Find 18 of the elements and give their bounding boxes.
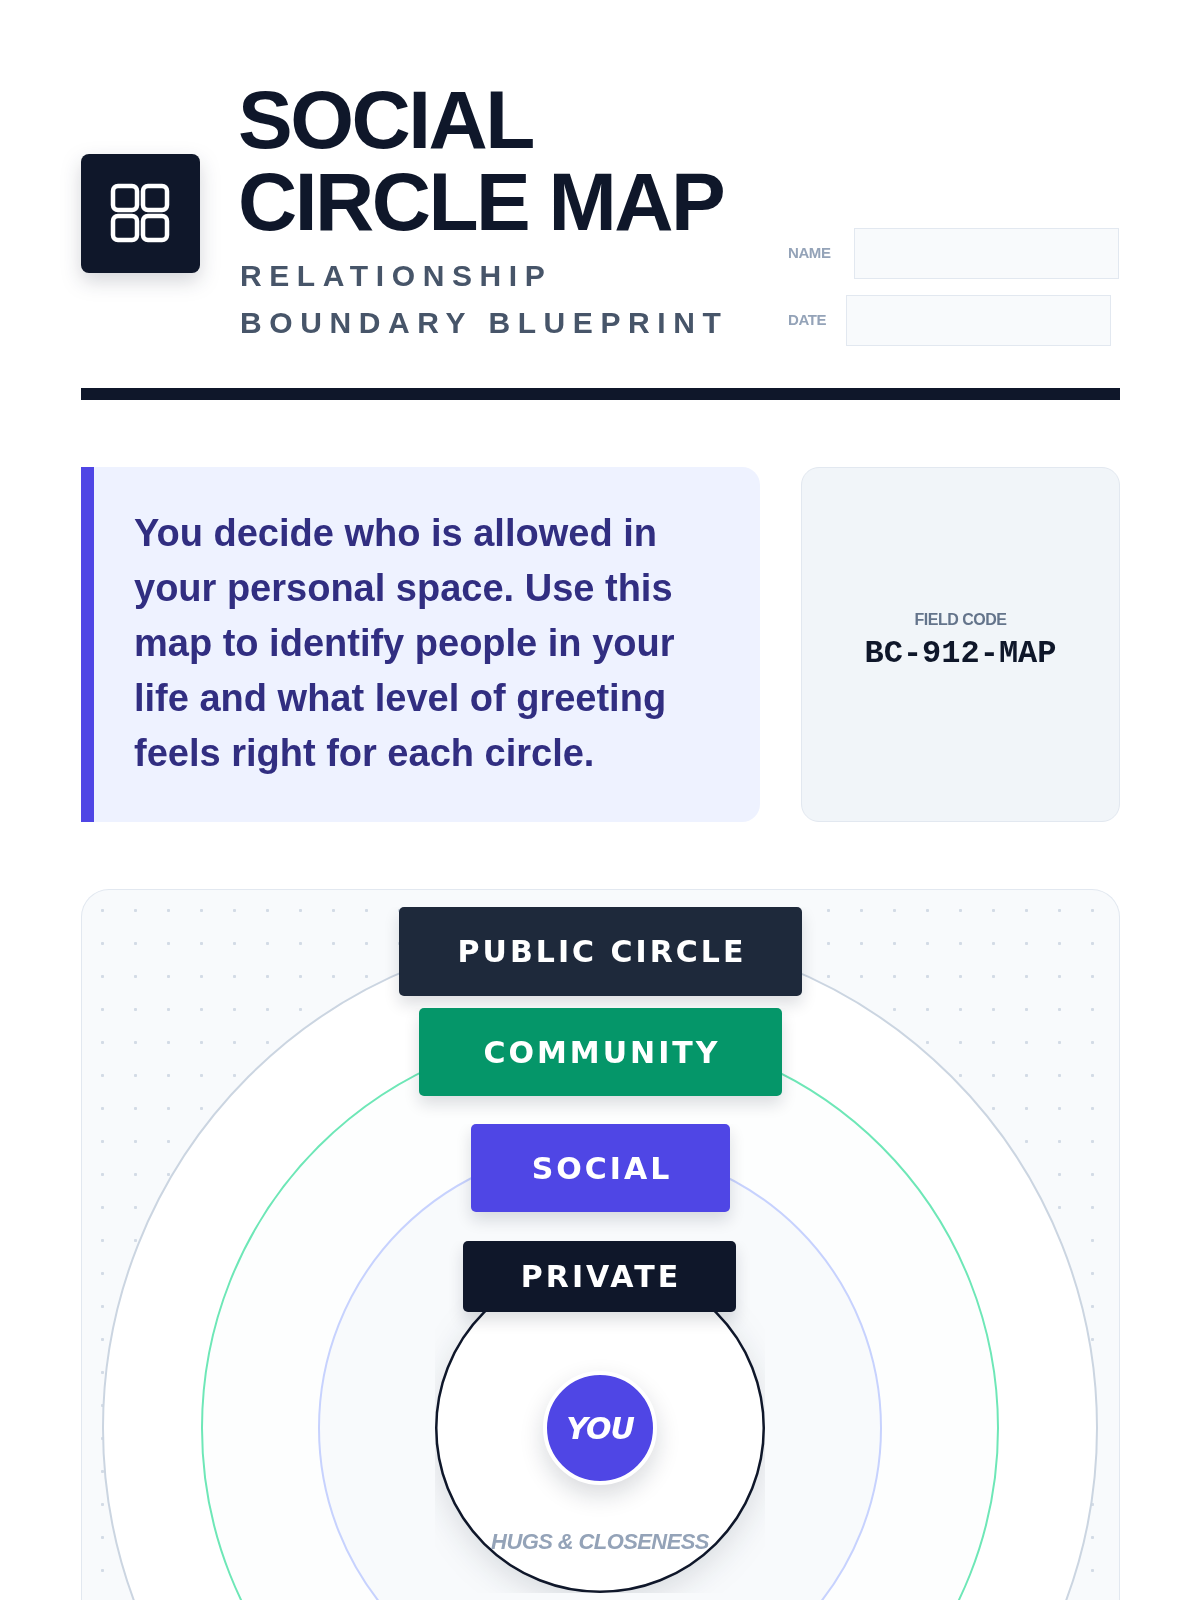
zone-label: SOCIAL xyxy=(471,1124,730,1212)
zone-label: COMMUNITY xyxy=(419,1008,782,1096)
field-label: DATE xyxy=(788,311,827,329)
code-text: BC-912-MAP xyxy=(864,636,1057,672)
zone-caption: HUGS & CLOSENESS xyxy=(491,1529,709,1555)
intro-callout xyxy=(81,467,760,822)
code-card xyxy=(801,467,1120,822)
zone-label: PRIVATE xyxy=(463,1241,736,1312)
social-ring xyxy=(318,1124,882,1600)
public-ring xyxy=(102,907,1098,1600)
card-label: FIELD CODE xyxy=(914,611,1007,629)
private-ring xyxy=(435,1241,765,1593)
zone-label: PUBLIC CIRCLE xyxy=(399,907,802,996)
intro-text: You decide who is allowed in your personal space. Use this map to identify people in your life and what level of greeting feels right for each circle. xyxy=(134,511,676,776)
page-subtitle: RELATIONSHIP BOUNDARY BLUEPRINT xyxy=(240,258,730,341)
field-label: NAME xyxy=(788,244,831,262)
page-title: SOCIAL CIRCLE MAP xyxy=(238,79,725,243)
community-ring xyxy=(201,1008,999,1600)
